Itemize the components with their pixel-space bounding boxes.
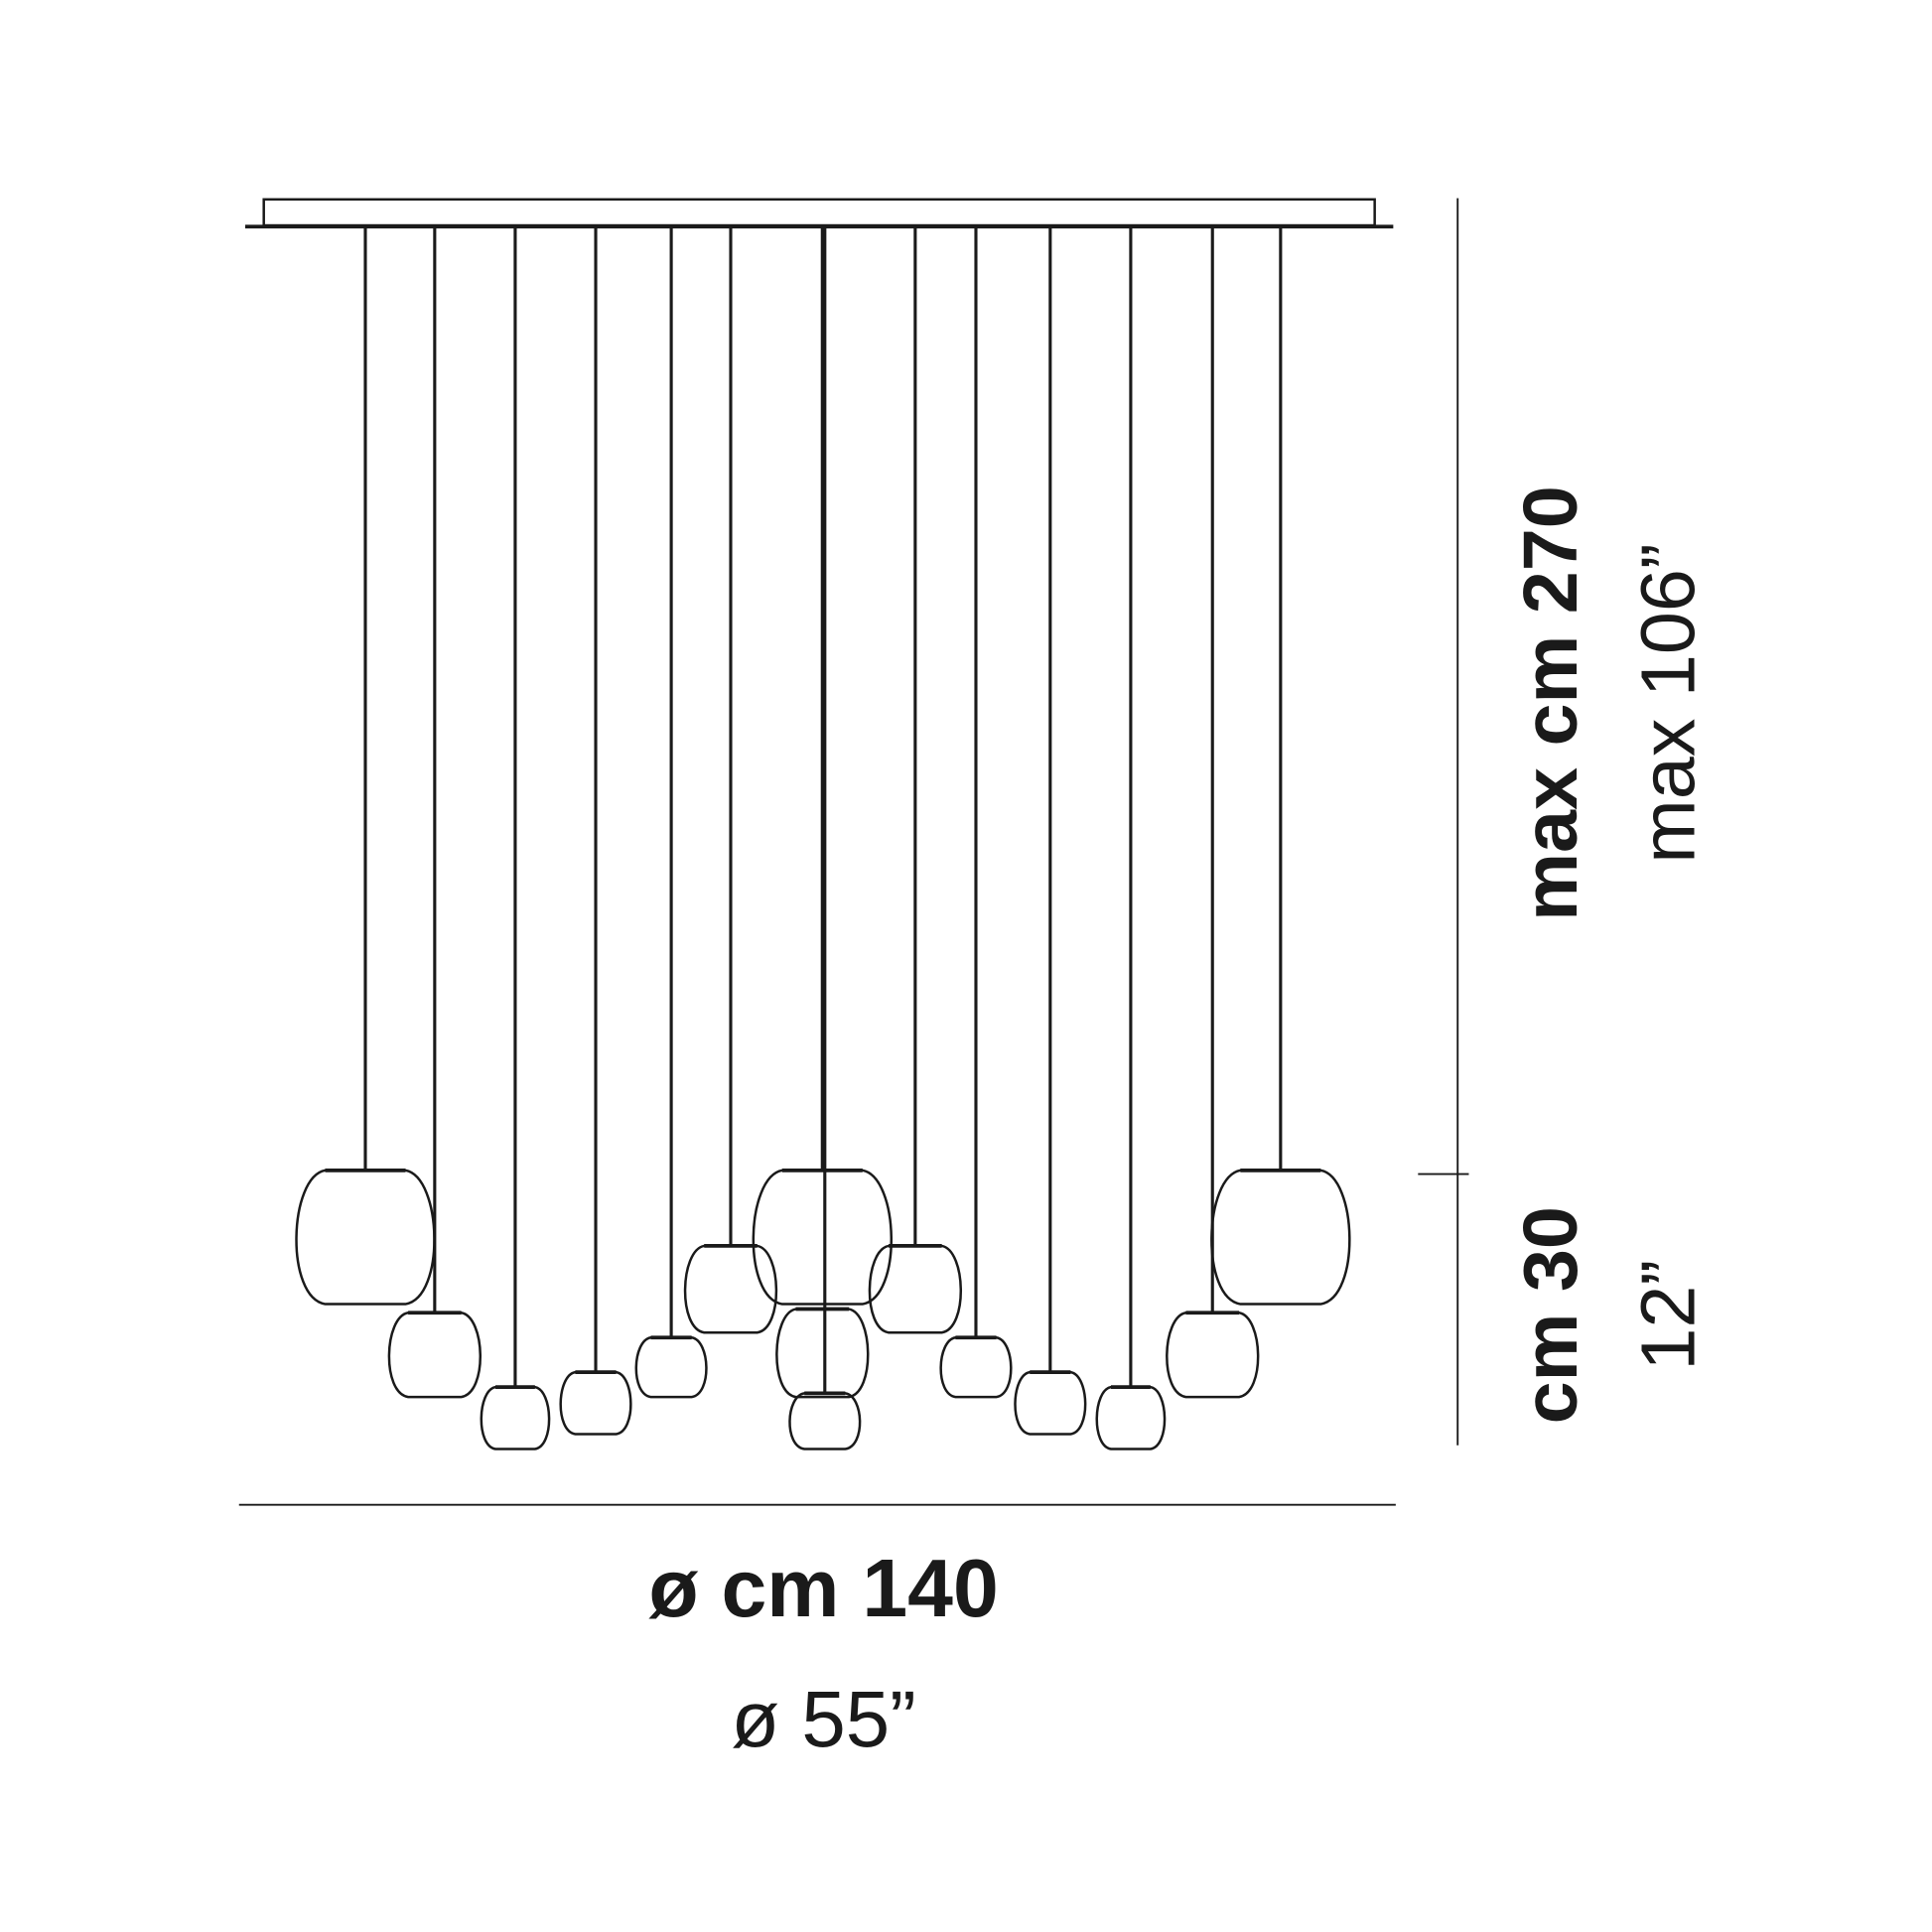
glass-globe [634, 1335, 708, 1399]
glass-globe [480, 1385, 551, 1450]
glass-globe [868, 1244, 963, 1334]
ceiling-canopy [244, 198, 1394, 229]
globe-height-cm-label: cm 30 [1508, 1206, 1593, 1424]
glass-globe [752, 1169, 893, 1306]
diameter-dimension: ø cm 140 ø 55” [238, 1503, 1396, 1763]
diameter-in-label: ø 55” [731, 1675, 915, 1763]
glass-globe [683, 1244, 778, 1334]
height-dimension: max cm 270 max 106” cm 30 12” [1418, 198, 1711, 1446]
height-cm-label: max cm 270 [1508, 485, 1593, 921]
globe-height-in-label: 12” [1625, 1260, 1711, 1371]
glass-globe [1014, 1370, 1087, 1436]
height-in-label: max 106” [1625, 543, 1711, 863]
glass-globe [295, 1169, 436, 1306]
glass-globe [387, 1311, 483, 1399]
glass-globe [559, 1370, 632, 1436]
glass-globe [788, 1392, 862, 1450]
glass-globe [939, 1335, 1013, 1399]
glass-globe [1210, 1169, 1351, 1306]
glass-globe [1095, 1385, 1167, 1450]
glass-globe [1166, 1311, 1260, 1399]
pendants [295, 226, 1351, 1450]
glass-globe [775, 1308, 870, 1399]
diameter-cm-label: ø cm 140 [648, 1543, 998, 1634]
